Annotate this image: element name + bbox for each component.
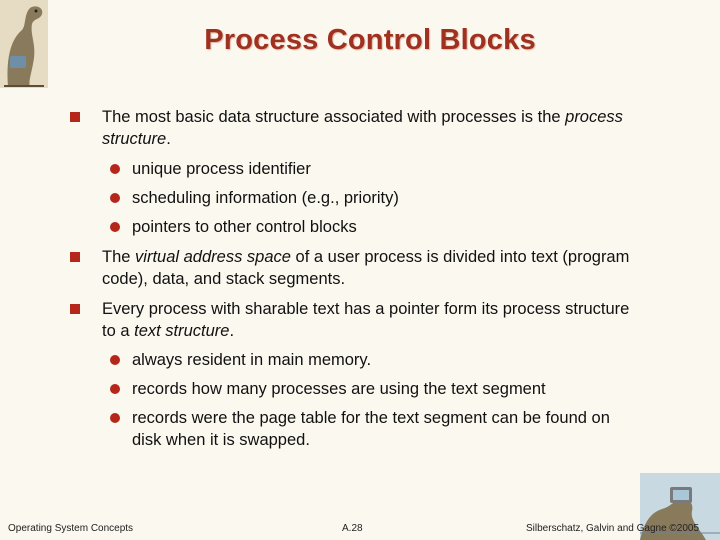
sub-point-1-2: scheduling information (e.g., priority) [70,187,630,209]
dinosaur-logo-icon [0,0,48,88]
sub-point-text: scheduling information (e.g., priority) [132,189,399,207]
slide-title: Process Control Blocks [204,24,536,56]
bullet-point-3: Every process with sharable text has a p… [70,298,630,342]
round-bullet-icon [110,222,120,232]
point-3-emphasis: text structure [134,322,230,340]
sub-point-3-1: always resident in main memory. [70,349,630,371]
point-1-emphasis: process structure [102,108,623,148]
round-bullet-icon [110,355,120,365]
point-1-end: . [166,130,171,148]
point-3-text: Every process with sharable text has a p… [102,300,630,340]
round-bullet-icon [110,413,120,423]
sub-point-text: pointers to other control blocks [132,218,357,236]
round-bullet-icon [110,193,120,203]
bullet-point-1: The most basic data structure associated… [70,106,630,150]
footer-copyright: Silberschatz, Galvin and Gagne ©2005 [526,523,700,534]
sub-point-text: records how many processes are using the… [132,380,546,398]
point-2-emphasis: virtual address space [135,248,291,266]
round-bullet-icon [110,164,120,174]
sub-point-text: always resident in main memory. [132,351,372,369]
sub-point-text: records were the page table for the text… [132,409,610,449]
square-bullet-icon [70,112,80,122]
point-1-text: The most basic data structure associated… [102,108,566,126]
point-2-end: of a user process is divided into text (… [102,248,630,288]
slide-content: The most basic data structure associated… [70,106,630,451]
sub-point-1-1: unique process identifier [70,158,630,180]
sub-point-3-3: records were the page table for the text… [70,407,630,451]
bullet-point-2: The virtual address space of a user proc… [70,246,630,290]
sub-point-text: unique process identifier [132,160,311,178]
point-2-text: The [102,248,136,266]
footer-page-number: A.28 [342,523,363,534]
dinosaur-computer-icon [640,473,720,540]
square-bullet-icon [70,252,80,262]
sub-point-3-2: records how many processes are using the… [70,378,630,400]
round-bullet-icon [110,384,120,394]
footer-course: Operating System Concepts [8,523,134,534]
square-bullet-icon [70,304,80,314]
sub-point-1-3: pointers to other control blocks [70,216,630,238]
point-3-end: . [229,322,235,340]
